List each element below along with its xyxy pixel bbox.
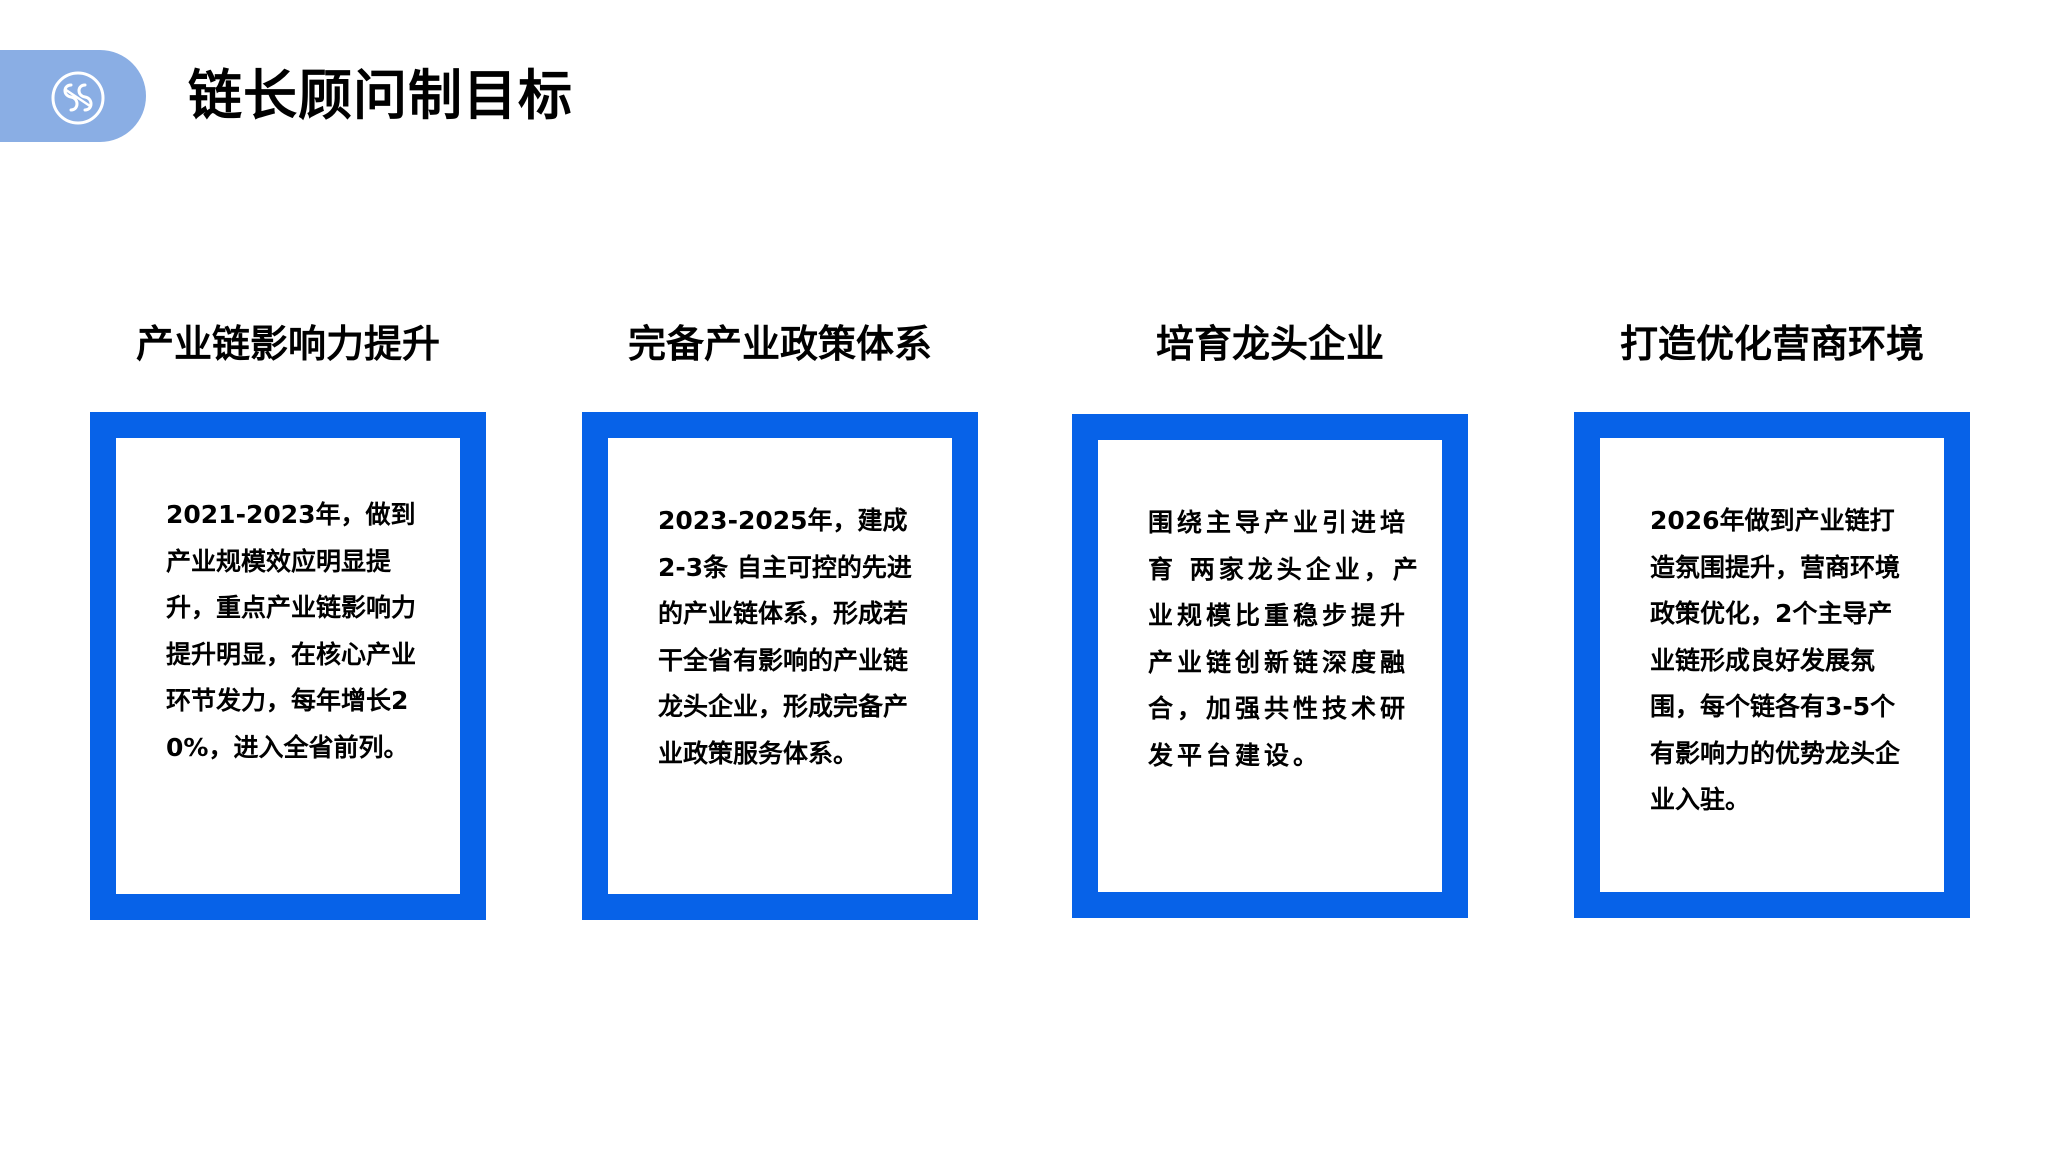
card-text-2: 2023-2025年，建成2-3条 自主可控的先进的产业链体系，形成若干全省有影… (658, 506, 912, 768)
card-heading-2: 完备产业政策体系 (627, 322, 932, 366)
page-title: 链长顾问制目标 (188, 64, 573, 127)
linked-circle-logo-icon (51, 71, 105, 125)
card-text-1: 2021-2023年，做到产业规模效应明显提升，重点产业链影响力提升明显，在核心… (166, 500, 417, 762)
card-frame-1: 2021-2023年，做到产业规模效应明显提升，重点产业链影响力提升明显，在核心… (90, 412, 486, 920)
card-text-4: 2026年做到产业链打造氛围提升，营商环境政策优化，2个主导产业链形成良好发展氛… (1650, 506, 1901, 814)
card-text-3: 围绕主导产业引进培育 两家龙头企业，产业规模比重稳步提升产业链创新链深度融合，加… (1148, 508, 1422, 770)
card-heading-3: 培育龙头企业 (1155, 322, 1384, 366)
card-frame-4: 2026年做到产业链打造氛围提升，营商环境政策优化，2个主导产业链形成良好发展氛… (1574, 412, 1970, 918)
card-frame-2: 2023-2025年，建成2-3条 自主可控的先进的产业链体系，形成若干全省有影… (582, 412, 978, 920)
card-heading-1: 产业链影响力提升 (135, 322, 440, 366)
card-frame-3: 围绕主导产业引进培育 两家龙头企业，产业规模比重稳步提升产业链创新链深度融合，加… (1072, 414, 1468, 918)
card-heading-4: 打造优化营商环境 (1619, 322, 1924, 366)
